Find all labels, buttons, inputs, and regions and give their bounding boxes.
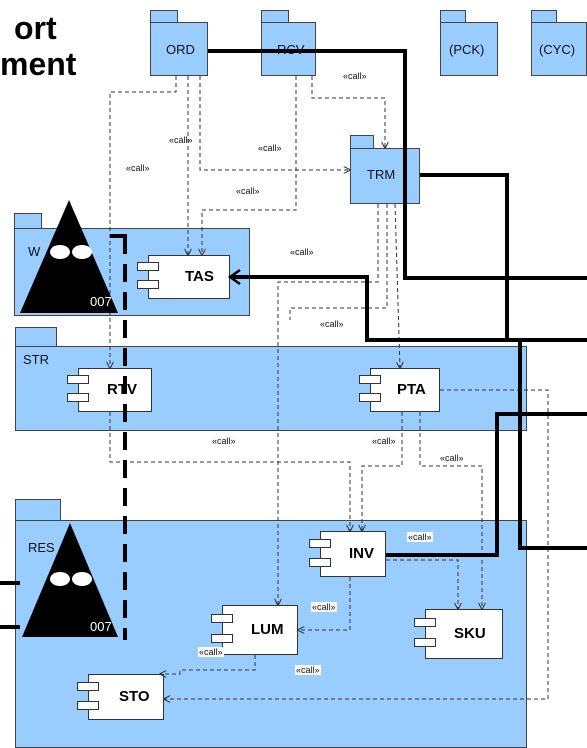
- call-label-6: «call»: [290, 247, 314, 257]
- call-edge-ord-trm: [199, 76, 350, 170]
- agent-bottom: [22, 523, 118, 637]
- package-cyc-label: (CYC): [539, 42, 576, 57]
- call-edge-pta-inv: [362, 412, 403, 531]
- component-tas-label: TAS: [185, 268, 214, 285]
- call-edge-trm-pta: [394, 203, 400, 368]
- call-label-2: «call»: [169, 135, 193, 145]
- call-edge-inv-lum: [298, 577, 351, 630]
- call-label-3: «call»: [258, 143, 282, 153]
- call-label-1: «call»: [343, 71, 367, 81]
- component-inv-label: INV: [349, 545, 375, 562]
- call-label-11: «call»: [407, 532, 433, 542]
- component-pta-label: PTA: [397, 381, 426, 398]
- title-line-1: ort: [14, 10, 57, 46]
- thick-line-tas: [230, 275, 587, 550]
- call-edge-rcv-tas: [202, 76, 297, 255]
- call-label-8: «call»: [212, 436, 236, 446]
- call-label-10: «call»: [440, 453, 464, 463]
- thick-line-inv: [386, 412, 587, 557]
- component-sku-label: SKU: [454, 625, 486, 642]
- package-w-label: W: [28, 244, 41, 259]
- package-pck-label: (PCK): [449, 42, 485, 57]
- call-edge-ord-rtv: [110, 76, 177, 368]
- call-label-7: «call»: [320, 319, 344, 329]
- title-line-2: ment: [0, 46, 77, 82]
- agent-bottom-number: 007: [90, 619, 112, 634]
- package-ord-label: ORD: [166, 42, 195, 57]
- thick-line-trm: [420, 173, 587, 342]
- call-edge-pta-sto: [164, 389, 549, 699]
- thick-arrow-tas: [227, 268, 241, 286]
- call-edge-rcv-trm: [311, 76, 385, 148]
- component-sto-label: STO: [119, 688, 150, 705]
- call-label-9: «call»: [372, 436, 396, 446]
- call-edge-trm-rtv: [289, 204, 388, 320]
- agent-top: [20, 200, 118, 313]
- call-edge-rtv-inv: [109, 412, 350, 531]
- call-edge-pta-sku: [419, 412, 482, 609]
- package-trm-label: TRM: [367, 167, 396, 182]
- thick-line-ord: [208, 49, 587, 280]
- call-label-12: «call»: [311, 602, 337, 612]
- package-str-label: STR: [23, 352, 49, 367]
- call-edge-inv-sku: [386, 559, 458, 609]
- call-label-14: «call»: [295, 665, 321, 675]
- component-rtv-label: RTV: [107, 381, 137, 398]
- component-lum-label: LUM: [251, 621, 284, 638]
- agent-top-number: 007: [90, 294, 112, 309]
- call-label-13: «call»: [198, 647, 224, 657]
- package-res-label: RES: [28, 540, 55, 555]
- call-edge-trm-lum: [278, 204, 379, 605]
- call-label-5: «call»: [236, 186, 260, 196]
- call-label-4: «call»: [126, 163, 150, 173]
- call-edge-lum-sto: [160, 655, 256, 674]
